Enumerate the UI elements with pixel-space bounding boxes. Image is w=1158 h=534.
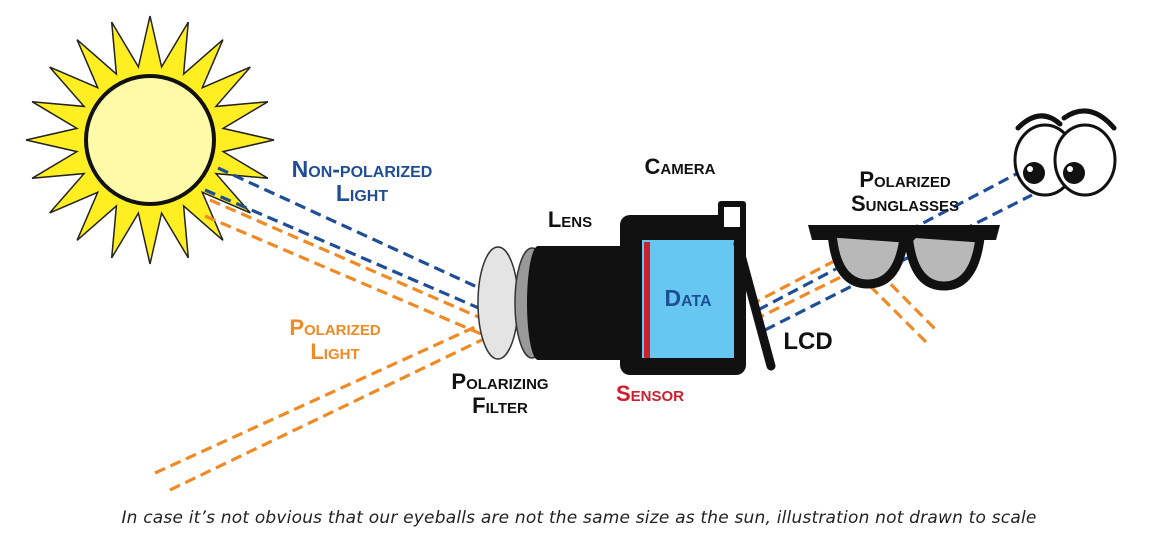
camera-viewfinder-window (724, 207, 740, 227)
caption: In case it’s not obvious that our eyebal… (121, 508, 1037, 528)
left-pupil (1023, 162, 1045, 184)
polarized-light-label: Polarized Light (275, 316, 395, 364)
left-eyebrow (1015, 113, 1063, 131)
polarizing-filter-front (477, 246, 519, 360)
polarizing-filter-label: Polarizing Filter (425, 370, 575, 418)
lcd-label: LCD (783, 328, 833, 355)
orange-ray-reflected-lower (169, 336, 487, 492)
left-pupil-highlight (1027, 166, 1033, 172)
sunglasses-bridge (896, 233, 916, 242)
non-polarized-light-label: Non-polarized Light (282, 157, 442, 205)
sunglasses-left-lens (827, 228, 909, 289)
lcd-panel (733, 239, 776, 371)
blue-ray-lcd-to-eye-upper (757, 170, 1021, 312)
filter-label-line-1: Polarizing (451, 369, 549, 394)
eyes-icon (1013, 108, 1117, 197)
filter-label-line-2: Filter (472, 393, 528, 418)
sunglasses-label-line-2: Sunglasses (850, 191, 960, 216)
blue-ray-upper-incoming (217, 166, 489, 294)
right-pupil (1063, 162, 1085, 184)
right-pupil-highlight (1067, 166, 1073, 172)
non-polarized-label-line-1: Non-polarized (291, 156, 433, 182)
sunglasses-icon (808, 225, 1000, 291)
sunglasses-label-line-1: Polarized (859, 167, 951, 192)
right-eyebrow (1061, 108, 1117, 131)
blue-ray-lower-incoming (204, 188, 489, 314)
sun-disc (84, 74, 216, 206)
sun-icon (25, 15, 275, 265)
polarized-sunglasses-label: Polarized Sunglasses (835, 168, 975, 216)
sensor-label: Sensor (615, 381, 685, 406)
polarized-light-label-line-1: Polarized (289, 315, 381, 340)
polarized-light-label-line-2: Light (310, 339, 360, 364)
sensor-bar (644, 242, 650, 358)
lens-barrel-front (527, 246, 549, 360)
right-eye (1053, 123, 1117, 197)
data-screen (642, 240, 734, 358)
non-polarized-label-line-2: Light (335, 180, 389, 206)
orange-ray-reflected-upper (154, 320, 487, 475)
lens-barrel (538, 246, 624, 360)
orange-ray-lcd-to-glasses-lower (753, 268, 856, 322)
lens-label: Lens (547, 207, 593, 232)
camera-label: Camera (644, 154, 716, 179)
data-label: Data (664, 285, 712, 311)
orange-ray-sun-upper (209, 198, 491, 324)
sunglasses-right-lens (903, 228, 985, 291)
